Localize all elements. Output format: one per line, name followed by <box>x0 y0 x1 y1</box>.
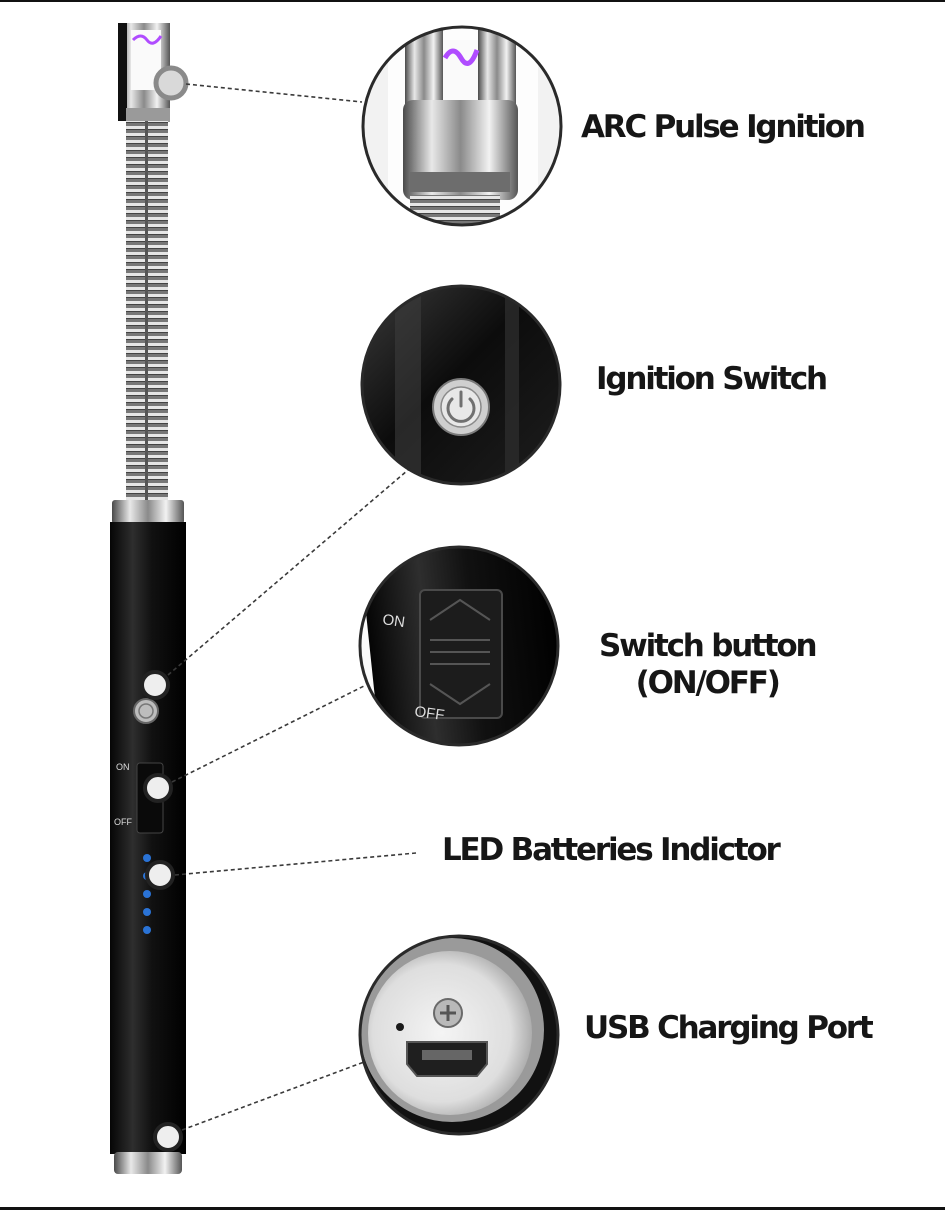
usb-port-icon <box>406 1041 488 1077</box>
zoom-on-label: ON <box>381 611 406 631</box>
detail-circle-arc <box>361 25 563 227</box>
led-dot <box>143 926 151 934</box>
bottom-cap <box>114 1152 182 1174</box>
leader-line-led <box>174 852 417 876</box>
marker-dot-arc <box>153 65 189 101</box>
detail-circle-usb <box>358 934 560 1136</box>
power-icon <box>432 378 490 436</box>
led-indicator-group <box>143 854 151 934</box>
bottom-border <box>0 1207 945 1210</box>
top-border <box>0 0 945 2</box>
callout-switch-button: Switch button (ON/OFF) <box>599 628 818 701</box>
body-ignition-button <box>133 698 159 724</box>
lighter-body <box>110 522 186 1154</box>
callout-switch-button-title: Switch button <box>599 628 818 664</box>
marker-dot-led <box>145 860 175 890</box>
status-pinhole <box>396 1023 404 1031</box>
leader-line-arc <box>185 83 363 103</box>
callout-led-indicator: LED Batteries Indictor <box>442 832 781 868</box>
body-on-label: ON <box>116 762 130 772</box>
detail-circle-ignition <box>360 284 562 486</box>
marker-dot-switch <box>143 773 173 803</box>
chrome-ring <box>112 500 184 524</box>
leader-line-usb <box>181 1061 365 1131</box>
leader-line-ignition <box>167 469 409 676</box>
detail-circle-switch: ON OFF <box>358 545 560 747</box>
leader-line-switch <box>171 685 365 783</box>
led-dot <box>143 908 151 916</box>
callout-switch-button-sub: (ON/OFF) <box>635 664 781 701</box>
callout-ignition-switch: Ignition Switch <box>596 361 828 397</box>
leader-lines <box>167 83 417 1131</box>
body-off-label: OFF <box>114 817 132 827</box>
led-dot <box>143 890 151 898</box>
lighter-tip <box>118 23 170 122</box>
led-dot <box>143 854 151 862</box>
zoom-off-label: OFF <box>413 703 445 724</box>
marker-dot-ignition <box>140 670 170 700</box>
callout-arc-pulse-ignition: ARC Pulse Ignition <box>581 109 866 145</box>
screw-icon <box>433 998 463 1028</box>
marker-dot-usb <box>153 1122 183 1152</box>
callout-usb-charging-port: USB Charging Port <box>584 1010 874 1046</box>
lighter: ON OFF <box>110 23 189 1174</box>
